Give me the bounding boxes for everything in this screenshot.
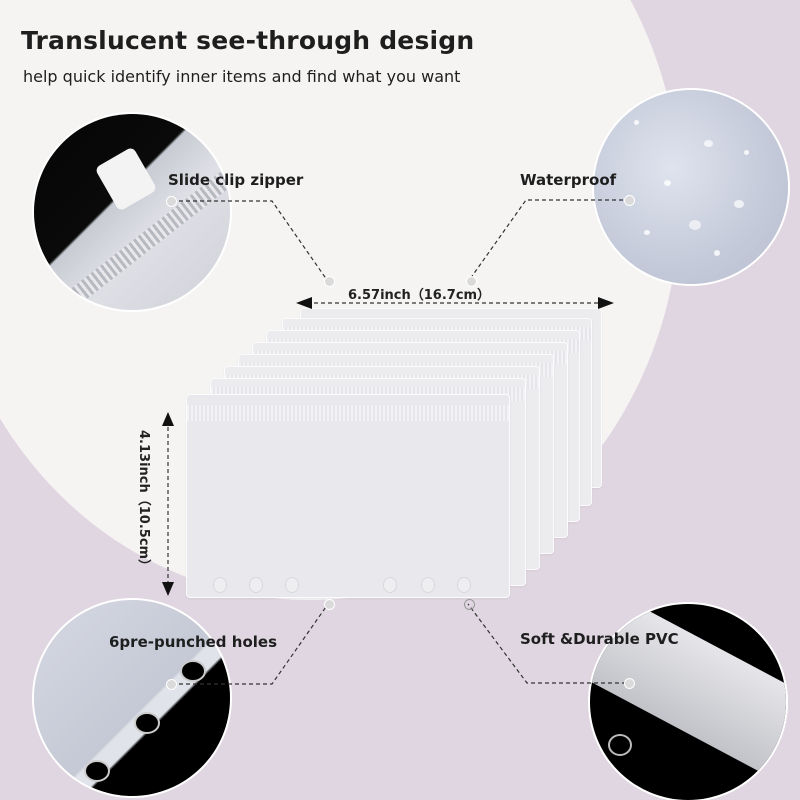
callout-dot-pvc-end xyxy=(464,599,475,610)
front-bag xyxy=(186,394,510,598)
width-dimension: 6.57inch（16.7cm） xyxy=(348,288,491,303)
callout-dot-holes-end xyxy=(324,599,335,610)
height-dimension: 4.13inch（10.5cm） xyxy=(136,430,151,573)
callout-dot-holes xyxy=(166,679,177,690)
zipper-detail-image xyxy=(34,114,230,310)
headline: Translucent see-through design xyxy=(21,26,475,55)
callout-holes: 6pre-punched holes xyxy=(109,633,277,651)
callout-waterproof: Waterproof xyxy=(520,171,617,189)
pvc-detail-image xyxy=(590,604,786,800)
callout-dot-zipper xyxy=(166,196,177,207)
callout-zipper: Slide clip zipper xyxy=(168,171,304,189)
callout-dot-waterproof-end xyxy=(466,276,477,287)
callout-pvc: Soft &Durable PVC xyxy=(520,630,679,648)
waterproof-detail-image xyxy=(594,90,788,284)
holes-detail-image xyxy=(34,600,230,796)
hole-icon xyxy=(134,712,160,734)
callout-dot-waterproof xyxy=(624,195,635,206)
hole-icon xyxy=(84,760,110,782)
hole-icon xyxy=(608,734,632,756)
subheadline: help quick identify inner items and find… xyxy=(23,67,461,86)
hole-icon xyxy=(180,660,206,682)
callout-dot-pvc xyxy=(624,678,635,689)
callout-dot-zipper-end xyxy=(324,276,335,287)
